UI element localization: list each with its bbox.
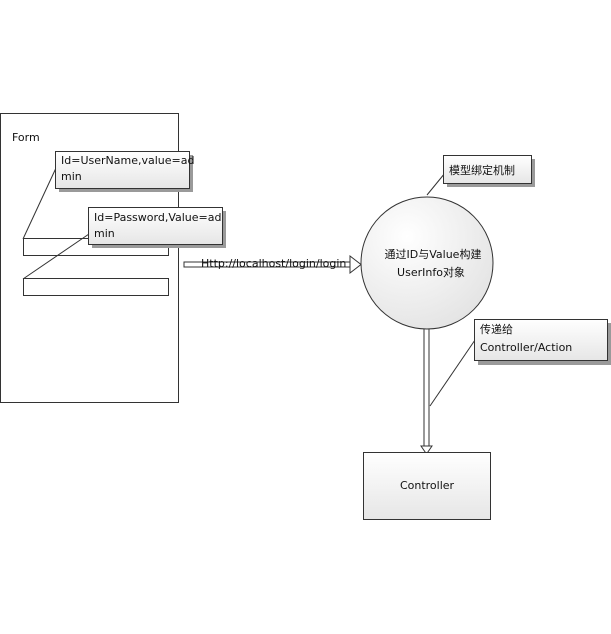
request-arrow bbox=[183, 254, 362, 275]
controller-label: Controller bbox=[400, 479, 455, 492]
form-title: Form bbox=[12, 131, 40, 144]
username-callout-line1: Id=UserName,value=ad bbox=[61, 154, 194, 167]
password-callout-line1: Id=Password,Value=ad bbox=[94, 211, 221, 224]
username-callout-leader bbox=[22, 167, 57, 240]
binding-callout-text: 模型绑定机制 bbox=[449, 163, 515, 177]
password-callout: Id=Password,Value=ad min bbox=[88, 207, 226, 248]
pass-to-callout-line2: Controller/Action bbox=[480, 341, 572, 354]
password-callout-line2: min bbox=[94, 227, 115, 240]
pass-down-arrow bbox=[420, 327, 433, 455]
password-input[interactable] bbox=[23, 278, 169, 296]
username-callout: Id=UserName,value=ad min bbox=[55, 151, 194, 192]
circle-label-line1: 通过ID与Value构建 bbox=[385, 247, 482, 261]
model-binding-circle: 通过ID与Value构建 UserInfo对象 bbox=[360, 196, 494, 330]
request-url-label: Http://localhost/login/login bbox=[201, 257, 346, 270]
password-callout-leader bbox=[22, 233, 90, 280]
pass-to-callout-leader bbox=[429, 339, 476, 407]
pass-to-callout-line1: 传递给 bbox=[480, 322, 513, 336]
circle-label-line2: UserInfo对象 bbox=[397, 265, 465, 279]
controller-box: Controller bbox=[363, 452, 491, 520]
pass-to-callout: 传递给 Controller/Action bbox=[474, 319, 611, 365]
binding-callout-leader bbox=[426, 172, 446, 196]
binding-callout: 模型绑定机制 bbox=[443, 155, 535, 187]
username-callout-line2: min bbox=[61, 170, 82, 183]
